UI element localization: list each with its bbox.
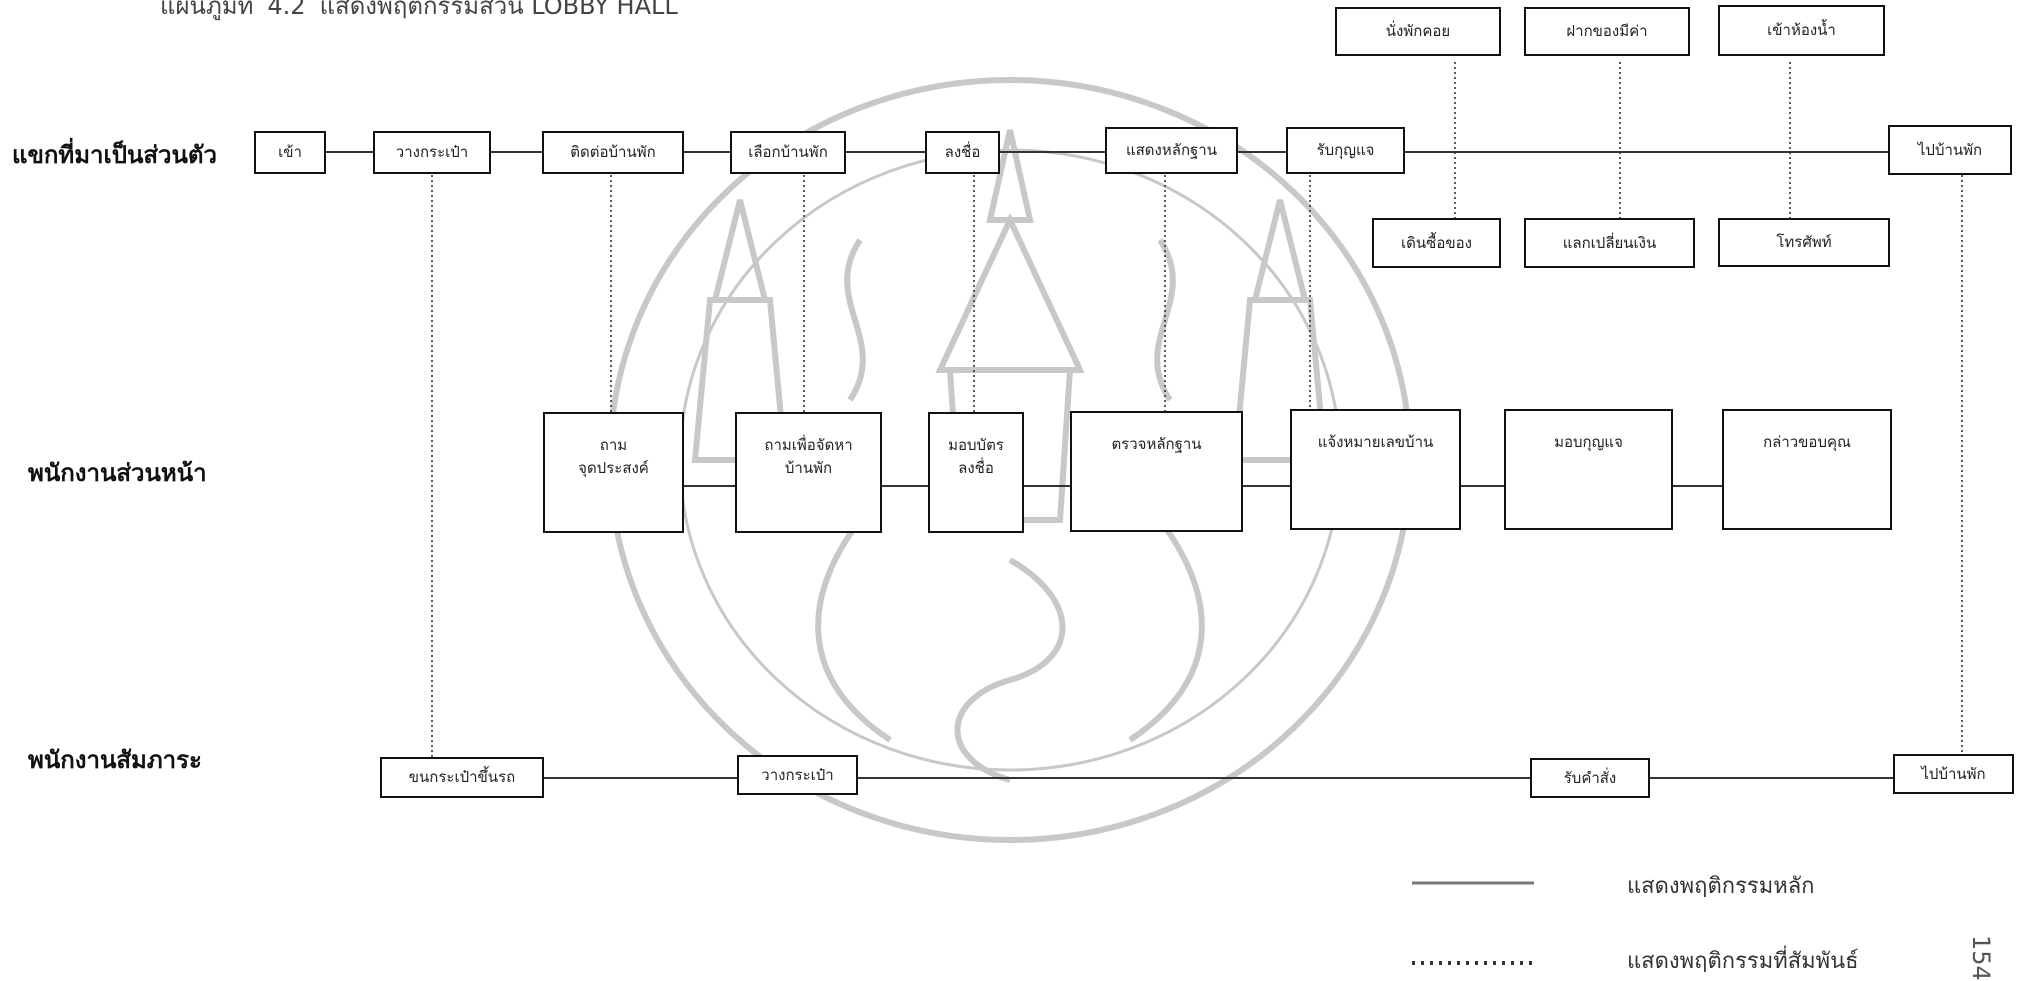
box-phone: โทรศัพท์ <box>1718 218 1890 267</box>
box-deposit: ฝากของมีค่า <box>1524 7 1690 56</box>
box-enter: เข้า <box>254 131 326 174</box>
box-exchange: แลกเปลี่ยนเงิน <box>1524 218 1695 268</box>
box-check-proof: ตรวจหลักฐาน <box>1070 411 1243 532</box>
box-go-house-guest: ไปบ้านพัก <box>1888 125 2012 175</box>
box-receive-key: รับกุญแจ <box>1286 127 1405 174</box>
box-notify-number: แจ้งหมายเลขบ้าน <box>1290 409 1461 530</box>
box-show-proof: แสดงหลักฐาน <box>1105 127 1238 174</box>
box-ask-find-house: ถามเพื่อจัดหา บ้านพัก <box>735 412 882 533</box>
legend-related-label: แสดงพฤติกรรมที่สัมพันธ์ <box>1627 943 1859 978</box>
box-ask-purpose: ถาม จุดประสงค์ <box>543 412 684 533</box>
box-give-card: มอบบัตร ลงชื่อ <box>928 412 1024 533</box>
box-thank: กล่าวขอบคุณ <box>1722 409 1892 530</box>
box-select-house: เลือกบ้านพัก <box>730 131 846 174</box>
box-place-bag: วางกระเป๋า <box>373 131 491 174</box>
legend-main-label: แสดงพฤติกรรมหลัก <box>1627 868 1815 903</box>
box-contact-house: ติดต่อบ้านพัก <box>542 131 684 174</box>
box-toilet: เข้าห้องน้ำ <box>1718 5 1885 56</box>
page-number: 154 <box>1967 935 1995 981</box>
box-go-house-staff: ไปบ้านพัก <box>1893 754 2014 794</box>
box-sign: ลงชื่อ <box>925 131 1000 174</box>
box-load-bag: ขนกระเป๋าขึ้นรถ <box>380 757 544 798</box>
box-wait: นั่งพักคอย <box>1335 7 1501 56</box>
box-receive-order: รับคำสั่ง <box>1530 758 1650 798</box>
box-place-bag-staff: วางกระเป๋า <box>737 755 858 795</box>
box-give-key: มอบกุญแจ <box>1504 409 1673 530</box>
box-shopping: เดินซื้อของ <box>1372 218 1501 268</box>
